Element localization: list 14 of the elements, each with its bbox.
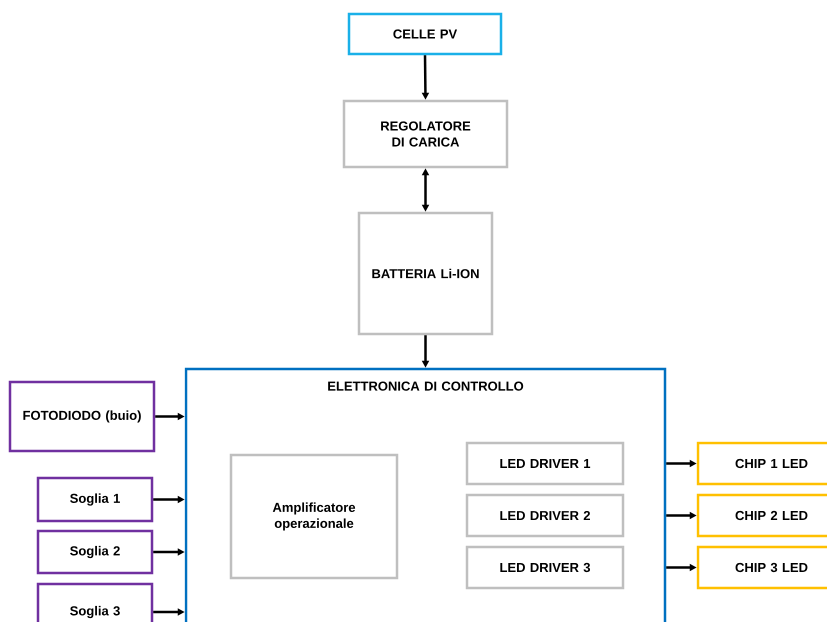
process-box: LED DRIVER 3	[466, 546, 624, 590]
input-box: Soglia 3	[36, 582, 154, 622]
process-box: REGOLATORE DI CARICA	[342, 100, 508, 168]
process-box: BATTERIA Li-ION	[358, 212, 494, 336]
input-box: FOTODIODO (buio)	[8, 380, 156, 452]
input-box: Soglia 2	[36, 530, 154, 574]
process-box: Amplificatore operazionale	[230, 454, 398, 580]
output-box: CHIP 3 LED	[696, 546, 827, 590]
source-box: CELLE PV	[348, 12, 502, 56]
output-box: CHIP 1 LED	[696, 442, 827, 486]
input-box: Soglia 1	[36, 476, 154, 522]
process-box: LED DRIVER 2	[466, 494, 624, 538]
output-box: CHIP 2 LED	[696, 494, 827, 538]
process-box: LED DRIVER 1	[466, 442, 624, 486]
